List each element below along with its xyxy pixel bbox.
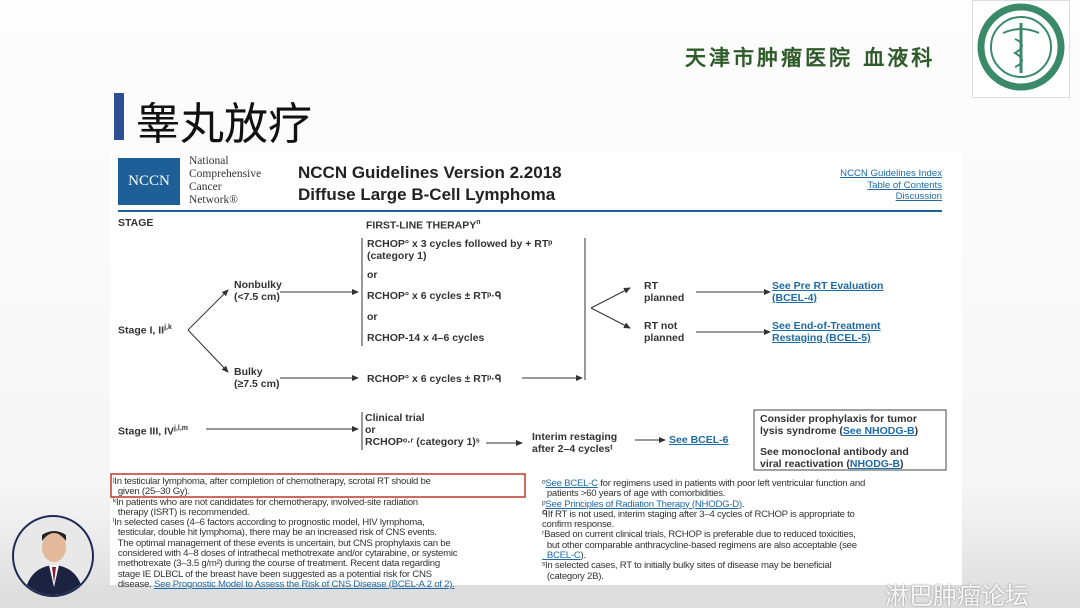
footnotes-right: ᵒSee BCEL-C for regimens used in patient… (542, 478, 866, 582)
option-rchop-6: RCHOP° x 6 cycles ± RTᵖ·ᑫ (367, 290, 502, 302)
doc-title: NCCN Guidelines Version 2.2018 (298, 163, 562, 182)
option-rchop-14: RCHOP-14 x 4–6 cycles (367, 332, 485, 344)
footnote-line: given (25–30 Gy). (113, 486, 190, 498)
nccn-logo: NCCN (118, 158, 180, 205)
cns-risk-link[interactable]: See Prognostic Model to Assess the Risk … (153, 578, 455, 590)
flow-arrows (110, 238, 947, 498)
bcel6-link[interactable]: See BCEL-6 (669, 434, 729, 446)
footnote-line: ʲIn testicular lymphoma, after completio… (113, 476, 431, 487)
option-rchop-3: RCHOP° x 3 cycles followed by + RTᵖ (367, 238, 553, 250)
therapy-header: FIRST-LINE THERAPYn (366, 219, 481, 232)
footnote-line: ᵏIn patients who are not candidates for … (113, 496, 418, 508)
footnote-link[interactable]: See BCEL-C (545, 478, 598, 489)
footnote-line: ᑫIf RT is not used, interim staging afte… (542, 508, 855, 520)
footnote-line: stage IE DLBCL of the breast have been s… (113, 568, 432, 580)
footnote-line: disease. See Prognostic Model to Assess … (113, 578, 455, 590)
pre-rt-evaluation-link[interactable]: See Pre RT Evaluation(BCEL-4) (772, 280, 884, 304)
footnote-line: (category 2B). (542, 570, 604, 582)
guidelines-index-link[interactable]: NCCN Guidelines Index (840, 168, 942, 179)
footnote-link[interactable]: See Principles of Radiation Therapy (NHO… (545, 498, 742, 510)
header-rule (118, 210, 942, 212)
footnote-line: The optimal management of these events i… (113, 537, 451, 549)
stage-3-4: Stage III, IVj,l,m (118, 425, 189, 438)
footnote-line: BCEL-C). (542, 550, 586, 562)
title-accent-bar (114, 93, 124, 140)
discussion-link[interactable]: Discussion (895, 191, 942, 202)
nhodg-b-link[interactable]: See NHODG-B (842, 425, 915, 437)
footnote-line: ˡIn selected cases (4–6 factors accordin… (113, 517, 425, 529)
bulky-option: RCHOP° x 6 cycles ± RTᵖ·ᑫ (367, 373, 502, 385)
stage-1-2: Stage I, IIj,k (118, 324, 172, 337)
footnote-line: methotrexate (3–3.5 g/m²) during the cou… (113, 558, 440, 570)
nhodg-b-link-2[interactable]: NHODG-B (849, 458, 901, 470)
footnote-line: ᵖSee Principles of Radiation Therapy (NH… (542, 498, 745, 510)
hospital-logo (972, 0, 1070, 98)
hospital-name: 天津市肿瘤医院 血液科 (685, 46, 936, 70)
footnote-line: ˢIn selected cases, RT to initially bulk… (542, 560, 832, 572)
footnote-line: ᵒSee BCEL-C for regimens used in patient… (542, 478, 866, 489)
footnote-line: considered with 4–8 doses of intrathecal… (113, 548, 458, 560)
toc-link[interactable]: Table of Contents (867, 179, 942, 191)
footnote-line: testicular, double hit lymphoma), there … (113, 527, 437, 539)
footnotes-left: ʲIn testicular lymphoma, after completio… (113, 476, 458, 590)
bulky: Bulky(≥7.5 cm) (234, 366, 280, 390)
doc-subtitle: Diffuse Large B-Cell Lymphoma (298, 185, 556, 204)
stage-header: STAGE (118, 217, 154, 229)
watermark: 淋巴肿瘤论坛 (885, 582, 1029, 610)
footnote-line: confirm response. (542, 519, 614, 531)
slide-title: 睾丸放疗 (136, 99, 312, 150)
footnote-line: but other comparable anthracycline-based… (542, 539, 857, 551)
footnote-line: therapy (ISRT) is recommended. (113, 506, 250, 518)
bottom-band (0, 585, 1080, 608)
highlight-box (110, 473, 526, 498)
footnote-line: ʳBased on current clinical trials, RCHOP… (542, 529, 856, 541)
footnote-line: patients >60 years of age with comorbidi… (542, 488, 726, 500)
footnote-link[interactable]: BCEL-C (542, 550, 581, 562)
speaker-avatar (12, 515, 94, 597)
nonbulky: Nonbulky(<7.5 cm) (234, 279, 282, 303)
